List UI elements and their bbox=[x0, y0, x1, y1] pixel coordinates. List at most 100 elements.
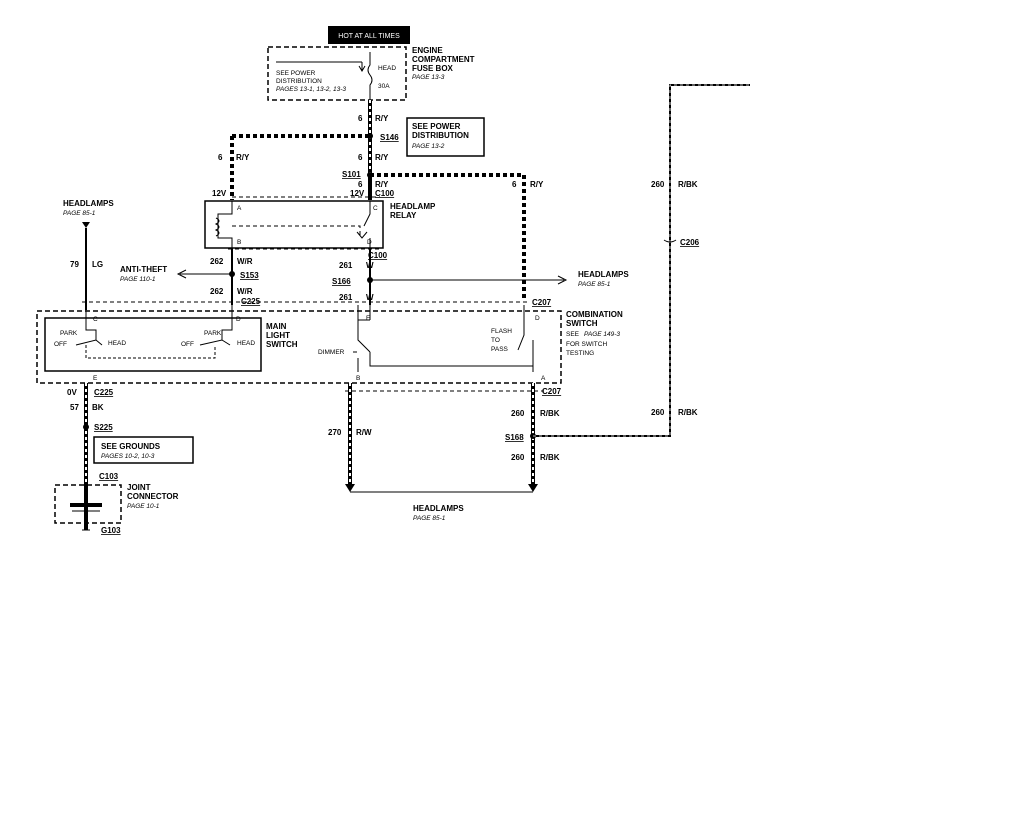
connector-c100-b: C100 bbox=[368, 251, 388, 260]
relay-coil-icon bbox=[214, 217, 220, 237]
relay-title-2: RELAY bbox=[390, 211, 417, 220]
wire-label-ry-e: R/Y bbox=[375, 180, 389, 189]
fuse-box-see-power: SEE POWER bbox=[276, 70, 316, 77]
flash-to-pass-contact bbox=[517, 305, 525, 351]
main-switch-contact-1 bbox=[85, 310, 97, 340]
main-switch-head-2: HEAD bbox=[237, 340, 255, 347]
headlamp-relay-box bbox=[204, 200, 384, 249]
flash-label-3: PASS bbox=[491, 346, 509, 353]
ground-g103: G103 bbox=[101, 526, 121, 535]
wire-label-6-a: 6 bbox=[358, 114, 363, 123]
combo-pin-f: F bbox=[366, 315, 370, 322]
wire-label-261-b: 261 bbox=[339, 293, 353, 302]
flash-label-2: TO bbox=[491, 337, 500, 344]
combo-switch-page: PAGE 149-3 bbox=[584, 331, 620, 338]
connector-c103: C103 bbox=[99, 472, 119, 481]
wire-label-bk: BK bbox=[92, 403, 104, 412]
wire-label-lg: LG bbox=[92, 260, 103, 269]
anti-theft-title: ANTI-THEFT bbox=[120, 265, 167, 274]
main-switch-pin-d: D bbox=[236, 316, 241, 323]
power-dist-page: PAGE 13-2 bbox=[412, 143, 445, 150]
combo-switch-title-2: SWITCH bbox=[566, 319, 598, 328]
main-light-switch-box bbox=[44, 317, 262, 372]
headlamps-arrow-right bbox=[528, 484, 538, 492]
connector-c100-a: C100 bbox=[375, 189, 395, 198]
see-grounds-title: SEE GROUNDS bbox=[101, 442, 161, 451]
wire-label-260-c: 260 bbox=[651, 180, 665, 189]
anti-theft-page: PAGE 110-1 bbox=[120, 276, 156, 283]
hot-at-all-times-banner bbox=[328, 26, 410, 44]
power-dist-line2: DISTRIBUTION bbox=[412, 131, 469, 140]
combo-switch-see: SEE bbox=[566, 331, 580, 338]
wire-label-261-a: 261 bbox=[339, 261, 353, 270]
wire-label-262-b: 262 bbox=[210, 287, 224, 296]
voltage-12v-b: 12V bbox=[350, 189, 365, 198]
hot-at-all-times-label: HOT AT ALL TIMES bbox=[338, 33, 400, 40]
combo-pin-d: D bbox=[535, 315, 540, 322]
see-grounds-pages: PAGES 10-2, 10-3 bbox=[101, 453, 155, 460]
fuse-box-pages: PAGES 13-1, 13-2, 13-3 bbox=[276, 86, 346, 93]
fuse-box-distribution: DISTRIBUTION bbox=[276, 78, 322, 85]
connector-c207-a: C207 bbox=[532, 298, 552, 307]
connector-c207-b: C207 bbox=[542, 387, 562, 396]
splice-s153-label: S153 bbox=[240, 271, 259, 280]
main-switch-pin-c: C bbox=[93, 316, 98, 323]
switch-assembly-outline bbox=[36, 310, 562, 384]
power-distribution-box bbox=[406, 117, 485, 157]
main-switch-off-1: OFF bbox=[54, 341, 67, 348]
wire-label-ry-d: R/Y bbox=[530, 180, 544, 189]
fuse-symbol bbox=[367, 52, 373, 110]
relay-contact bbox=[363, 201, 371, 227]
connector-c206-symbol bbox=[663, 239, 677, 243]
relay-pin-c: C bbox=[373, 205, 378, 212]
combo-pin-a: A bbox=[541, 375, 546, 382]
fuse-box-outline bbox=[267, 46, 407, 101]
wire-label-79: 79 bbox=[70, 260, 79, 269]
relay-title-1: HEADLAMP bbox=[390, 202, 436, 211]
relay-coil-path bbox=[217, 201, 233, 248]
dimmer-contact bbox=[357, 305, 371, 353]
headlamps-right-title: HEADLAMPS bbox=[578, 270, 629, 279]
voltage-12v-a: 12V bbox=[212, 189, 227, 198]
wire-label-6-e: 6 bbox=[358, 180, 363, 189]
headlamps-top-title: HEADLAMPS bbox=[63, 199, 114, 208]
combo-switch-title-1: COMBINATION bbox=[566, 310, 623, 319]
connector-c225-b: C225 bbox=[94, 388, 114, 397]
headlamps-right-page: PAGE 85-1 bbox=[578, 281, 611, 288]
wire-label-270: 270 bbox=[328, 428, 342, 437]
wire-label-ry-a: R/Y bbox=[375, 114, 389, 123]
fuse-box-title-3: FUSE BOX bbox=[412, 64, 454, 73]
wire-label-rbk-b: R/BK bbox=[540, 453, 560, 462]
main-switch-off-2: OFF bbox=[181, 341, 194, 348]
wire-260-rbk-loop bbox=[533, 84, 750, 437]
wire-label-6-c: 6 bbox=[358, 153, 363, 162]
wire-label-w-b: W bbox=[366, 293, 374, 302]
wire-label-rw: R/W bbox=[356, 428, 372, 437]
splice-s101-label: S101 bbox=[342, 170, 361, 179]
wire-label-wr-a: W/R bbox=[237, 257, 253, 266]
fuse-box-page: PAGE 13-3 bbox=[412, 74, 445, 81]
splice-s168-label: S168 bbox=[505, 433, 524, 442]
splice-s225-label: S225 bbox=[94, 423, 113, 432]
wire-label-260-a: 260 bbox=[511, 409, 525, 418]
relay-pin-a: A bbox=[237, 205, 242, 212]
wire-label-wr-b: W/R bbox=[237, 287, 253, 296]
fuse-amp-label: 30A bbox=[378, 83, 390, 90]
main-switch-contact-2 bbox=[221, 305, 233, 340]
splice-s166-label: S166 bbox=[332, 277, 351, 286]
main-switch-title-3: SWITCH bbox=[266, 340, 298, 349]
splice-s146-label: S146 bbox=[380, 133, 399, 142]
combo-switch-testing: TESTING bbox=[566, 350, 594, 357]
main-switch-linkage bbox=[85, 345, 216, 359]
wire-label-260-d: 260 bbox=[651, 408, 665, 417]
connector-c225-a: C225 bbox=[241, 297, 261, 306]
relay-armature-dash bbox=[232, 225, 361, 238]
voltage-0v: 0V bbox=[67, 388, 77, 397]
wire-label-w-a: W bbox=[366, 261, 374, 270]
joint-title-1: JOINT bbox=[127, 483, 151, 492]
wire-label-262-a: 262 bbox=[210, 257, 224, 266]
fuse-box-title-1: ENGINE bbox=[412, 46, 443, 55]
main-switch-head-1: HEAD bbox=[108, 340, 126, 347]
wire-label-57: 57 bbox=[70, 403, 79, 412]
